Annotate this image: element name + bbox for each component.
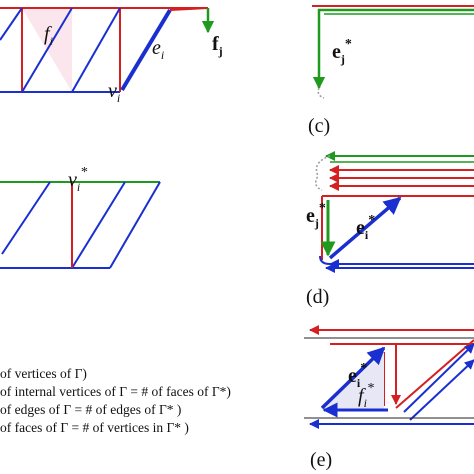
fj-label: fj <box>212 33 223 58</box>
c-ej-star-label: ej* <box>332 37 352 66</box>
d-blue-return <box>319 255 474 270</box>
d-gray-dotted <box>315 155 331 191</box>
legend-line-2: of internal vertices of Γ = # of faces o… <box>0 384 231 399</box>
face-label: fi <box>44 23 53 48</box>
legend-line-4: of faces of Γ = # of vertices in Γ* ) <box>0 420 189 435</box>
edge-label: ei <box>152 37 164 62</box>
c-gray-dotted <box>317 87 325 99</box>
panel-primal-mesh: fi ei vi fj <box>0 7 223 105</box>
c-green-path <box>312 8 474 90</box>
e-blue-diag-2 <box>409 359 474 421</box>
diagonal-edge-2 <box>71 7 121 93</box>
legend: of vertices of Γ) of internal vertices o… <box>0 366 231 435</box>
legend-line-3: of edges of Γ = # of edges of Γ* ) <box>0 402 181 417</box>
dual-diagonal-3 <box>71 181 126 269</box>
edge-ei-highlighted <box>120 8 172 92</box>
d-blue-ei-arrow <box>328 196 402 260</box>
caption-c: (c) <box>308 115 330 137</box>
dual-vertex-label: vi* <box>68 165 87 194</box>
diagonal-edge-left <box>0 7 23 41</box>
panel-c: ej* (c) <box>308 5 474 137</box>
d-ei-star-label: ei* <box>356 213 375 242</box>
e-blue-diag-1 <box>403 343 474 413</box>
e-ei-star-label: ei* <box>348 361 367 390</box>
panel-e: ei* fi* (e) <box>304 325 474 471</box>
dual-diagonal-2 <box>1 181 51 255</box>
e-red-hook <box>330 343 401 405</box>
e-blue-ei-arrow <box>320 346 386 410</box>
e-face-fi-star <box>322 352 384 410</box>
e-fi-star-label: fi* <box>358 381 374 410</box>
e-red-diag <box>395 339 474 409</box>
panel-dual-mesh: vi* <box>0 165 161 269</box>
caption-e: (e) <box>310 449 332 471</box>
vertex-label: vi <box>108 80 120 105</box>
dual-diagonal-4 <box>109 181 161 269</box>
panel-d: ej* ei* (d) <box>306 151 474 308</box>
d-ej-star-label: ej* <box>306 201 326 230</box>
caption-d: (d) <box>306 286 329 308</box>
diagonal-edge-1 <box>21 7 73 93</box>
edge-ei-cap <box>169 7 209 11</box>
legend-line-1: of vertices of Γ) <box>0 366 87 381</box>
